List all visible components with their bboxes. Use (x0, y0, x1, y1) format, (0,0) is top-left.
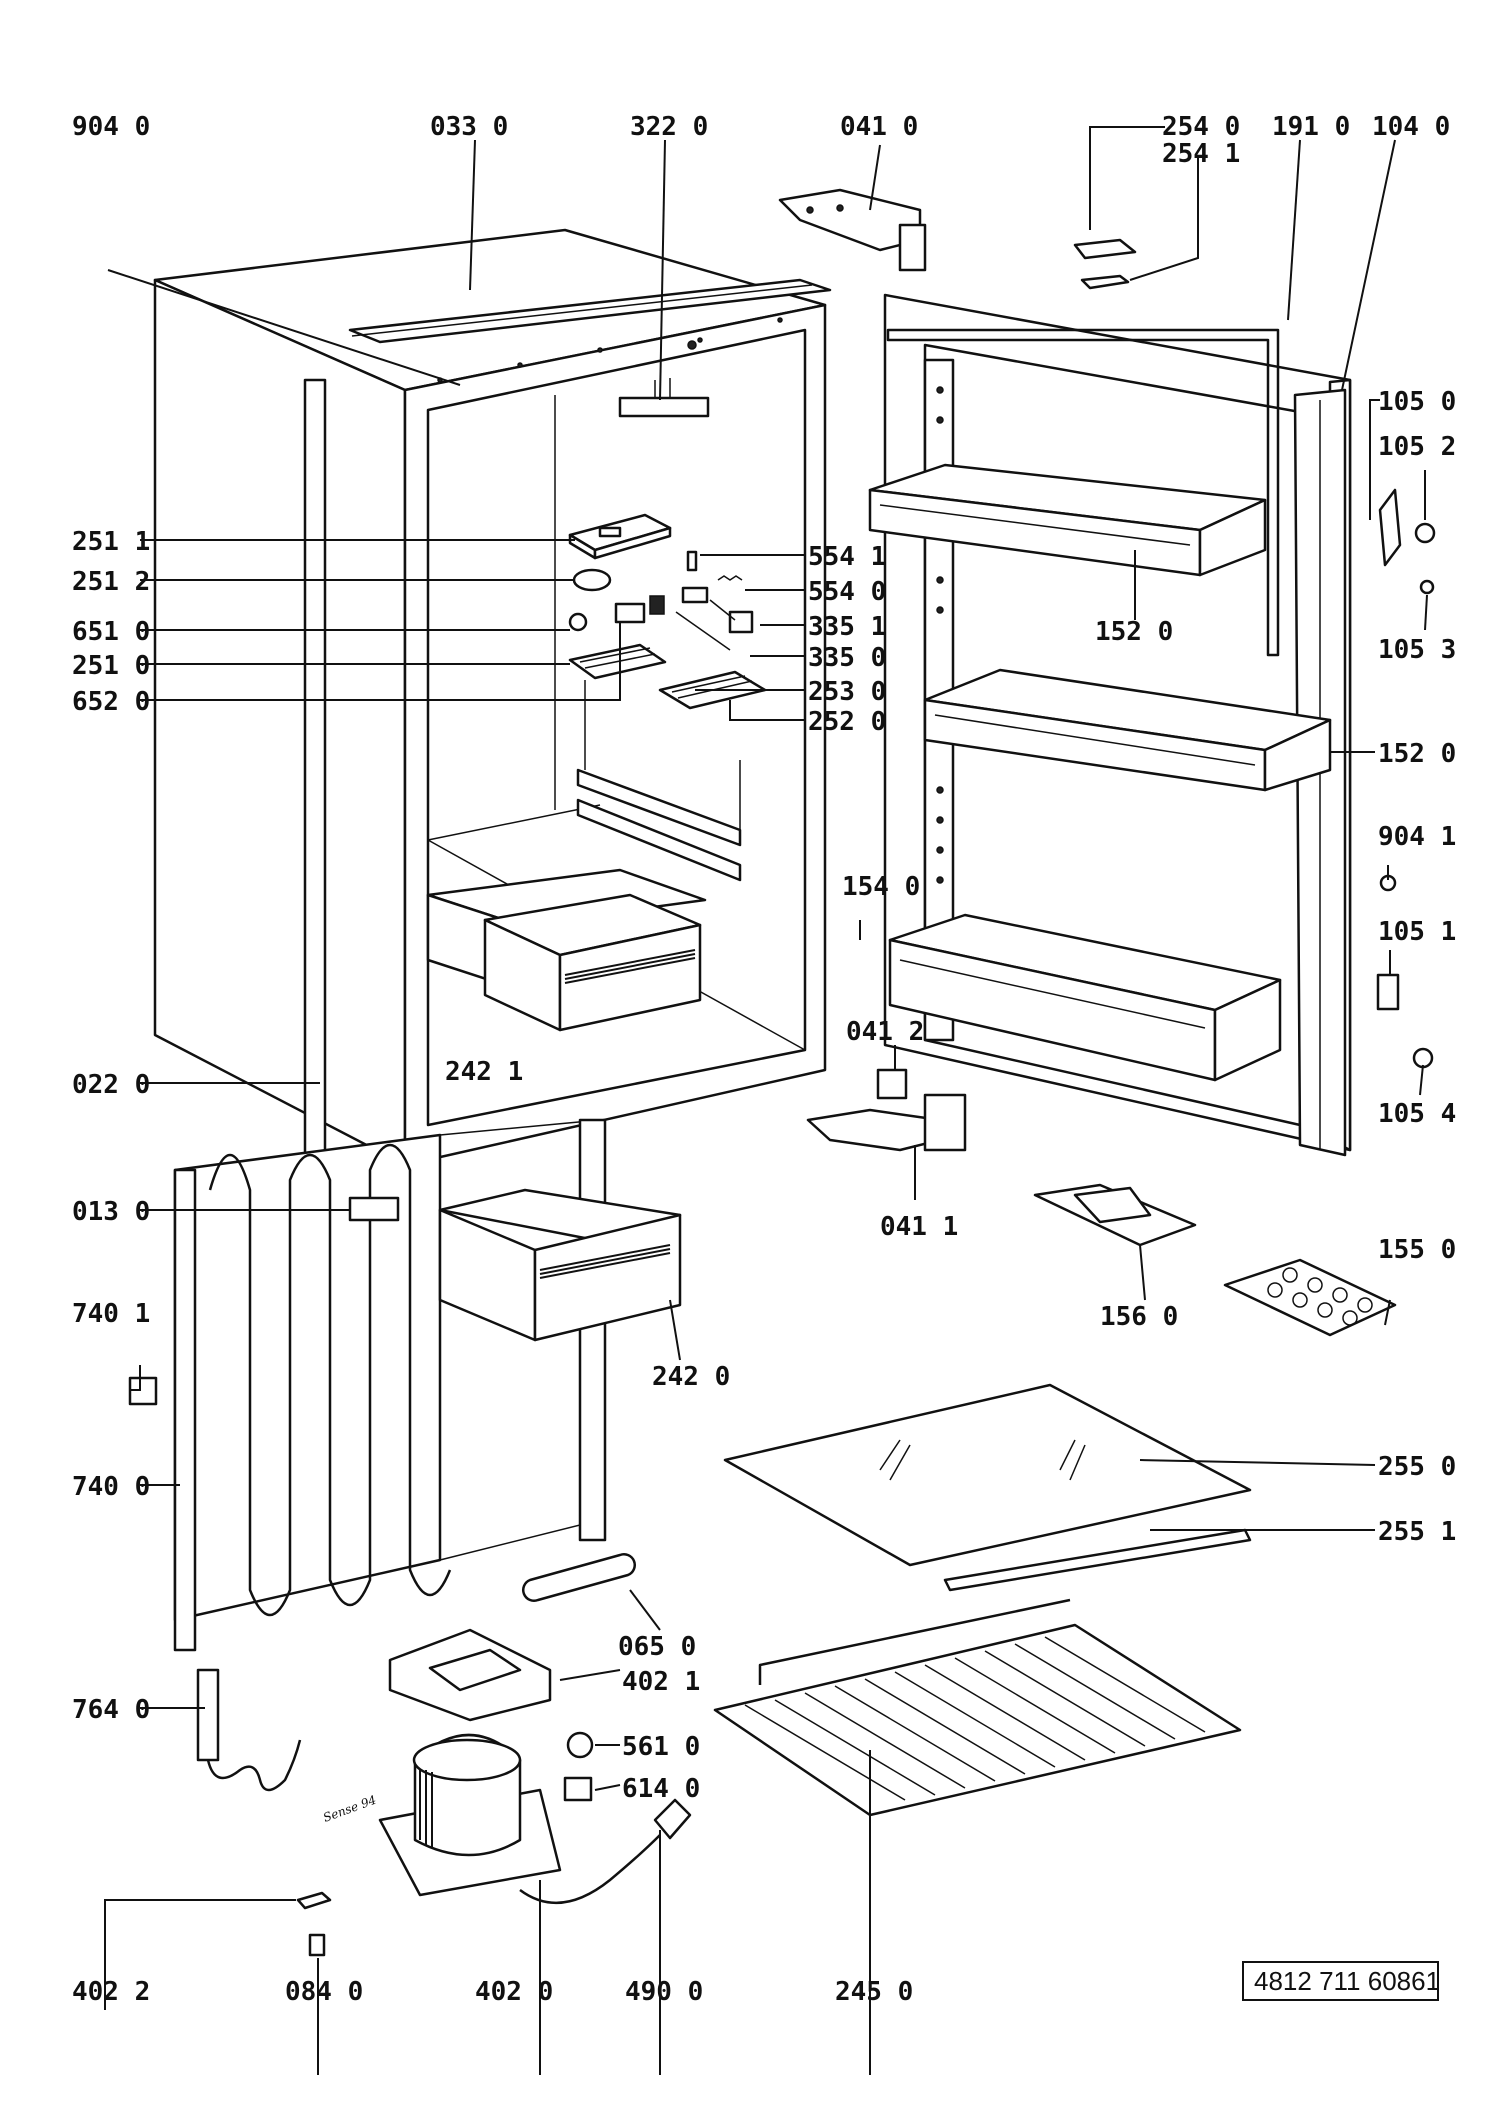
power-cord (519, 1798, 692, 1905)
door-shelf-middle (923, 668, 1332, 792)
part-label-904-0: 904 0 (72, 112, 150, 142)
bracket-402-2 (296, 1891, 332, 1910)
clip-013-0 (348, 1196, 400, 1222)
egg-tray (1223, 1258, 1397, 1337)
part-label-152-0-middle: 152 0 (1378, 739, 1456, 769)
shelf-trim (943, 1528, 1252, 1592)
handle-cap (1073, 238, 1137, 260)
part-label-041-0: 041 0 (840, 112, 918, 142)
screw-105-4 (1412, 1047, 1434, 1069)
foot-084-0 (308, 1933, 326, 1957)
part-label-764-0: 764 0 (72, 1695, 150, 1725)
hinge-upper (778, 188, 927, 272)
part-label-322-0: 322 0 (630, 112, 708, 142)
handwritten-note: Sense 94 (321, 1793, 378, 1825)
compressor (378, 1733, 562, 1897)
part-label-191-0: 191 0 (1272, 112, 1350, 142)
screw-105-3 (1419, 579, 1435, 595)
part-label-155-0: 155 0 (1378, 1235, 1456, 1265)
part-label-251-2: 251 2 (72, 567, 150, 597)
part-labels: 904 0 033 0 322 0 041 0 254 0 254 1 191 … (72, 112, 1456, 2007)
part-label-402-2: 402 2 (72, 1977, 150, 2007)
part-label-651-0: 651 0 (72, 617, 150, 647)
part-label-402-1: 402 1 (622, 1667, 700, 1697)
part-label-022-0: 022 0 (72, 1070, 150, 1100)
part-label-013-0: 013 0 (72, 1197, 150, 1227)
door-shelf-upper (868, 463, 1267, 577)
part-label-254-1: 254 1 (1162, 139, 1240, 169)
wire-shelf (713, 1598, 1242, 1817)
drain-tube (521, 1553, 637, 1602)
part-label-245-0: 245 0 (835, 1977, 913, 2007)
door-bracket-105-0 (1378, 488, 1402, 567)
part-label-335-0: 335 0 (808, 643, 886, 673)
part-label-254-0: 254 0 (1162, 112, 1240, 142)
handle-base (1080, 274, 1130, 290)
part-label-242-1: 242 1 (445, 1057, 523, 1087)
part-label-255-1: 255 1 (1378, 1517, 1456, 1547)
drier-filter (196, 1668, 302, 1792)
grommet-561-0 (566, 1731, 594, 1759)
refrigerator-cabinet (153, 228, 832, 1182)
part-label-105-0: 105 0 (1378, 387, 1456, 417)
part-label-084-0: 084 0 (285, 1977, 363, 2007)
crisper-drawer-upper (483, 893, 702, 1032)
clip-740-1 (128, 1376, 158, 1406)
part-label-554-1: 554 1 (808, 542, 886, 572)
part-label-105-1: 105 1 (1378, 917, 1456, 947)
part-label-156-0: 156 0 (1100, 1302, 1178, 1332)
part-label-065-0: 065 0 (618, 1632, 696, 1662)
part-label-740-1: 740 1 (72, 1299, 150, 1329)
part-label-561-0: 561 0 (622, 1732, 700, 1762)
compressor-mount (388, 1628, 552, 1722)
part-label-335-1: 335 1 (808, 612, 886, 642)
part-label-253-0: 253 0 (808, 677, 886, 707)
lamp-housing (568, 513, 672, 560)
relay-614-0 (563, 1776, 593, 1802)
part-label-105-4: 105 4 (1378, 1099, 1456, 1129)
screw-105-2 (1414, 522, 1436, 544)
part-label-252-0: 252 0 (808, 707, 886, 737)
part-label-740-0: 740 0 (72, 1472, 150, 1502)
bracket-105-1 (1376, 973, 1400, 1011)
part-label-402-0: 402 0 (475, 1977, 553, 2007)
refrigerator-door (868, 293, 1352, 1157)
part-label-554-0: 554 0 (808, 577, 886, 607)
part-label-105-2: 105 2 (1378, 432, 1456, 462)
condenser (173, 1118, 607, 1652)
hinge-lower (806, 1093, 967, 1152)
part-label-251-0: 251 0 (72, 651, 150, 681)
part-label-242-0: 242 0 (652, 1362, 730, 1392)
door-shelf-lower (888, 913, 1282, 1082)
reference-number: 4812 711 60861 (1254, 1966, 1440, 1996)
part-label-490-0: 490 0 (625, 1977, 703, 2007)
part-label-154-0: 154 0 (842, 872, 920, 902)
leader-lines (104, 126, 1428, 2075)
part-label-152-0-upper: 152 0 (1095, 617, 1173, 647)
shim-041-2 (876, 1068, 908, 1100)
part-label-105-3: 105 3 (1378, 635, 1456, 665)
crisper-drawer-lower (438, 1188, 682, 1342)
part-label-904-1: 904 1 (1378, 822, 1456, 852)
glass-shelf (723, 1383, 1252, 1567)
part-label-104-0: 104 0 (1372, 112, 1450, 142)
part-label-652-0: 652 0 (72, 687, 150, 717)
butter-dish (1033, 1183, 1197, 1247)
reference-number-box: 4812 711 60861 (1242, 1961, 1440, 2001)
part-label-614-0: 614 0 (622, 1774, 700, 1804)
part-label-255-0: 255 0 (1378, 1452, 1456, 1482)
part-label-041-2: 041 2 (846, 1017, 924, 1047)
part-label-033-0: 033 0 (430, 112, 508, 142)
part-label-251-1: 251 1 (72, 527, 150, 557)
part-label-041-1: 041 1 (880, 1212, 958, 1242)
